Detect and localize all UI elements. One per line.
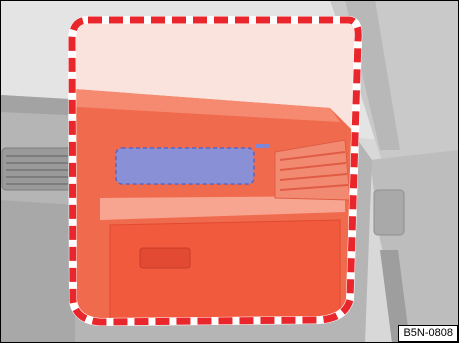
figure-reference-code: B5N-0808 bbox=[398, 325, 458, 342]
airbag-module-marker bbox=[116, 148, 254, 184]
airbag-indicator-tab bbox=[256, 144, 270, 148]
glovebox bbox=[110, 220, 340, 322]
center-air-vent bbox=[2, 148, 72, 190]
lower-center-console bbox=[0, 200, 75, 343]
door-handle-recess bbox=[374, 190, 404, 235]
glovebox-handle bbox=[140, 248, 190, 268]
